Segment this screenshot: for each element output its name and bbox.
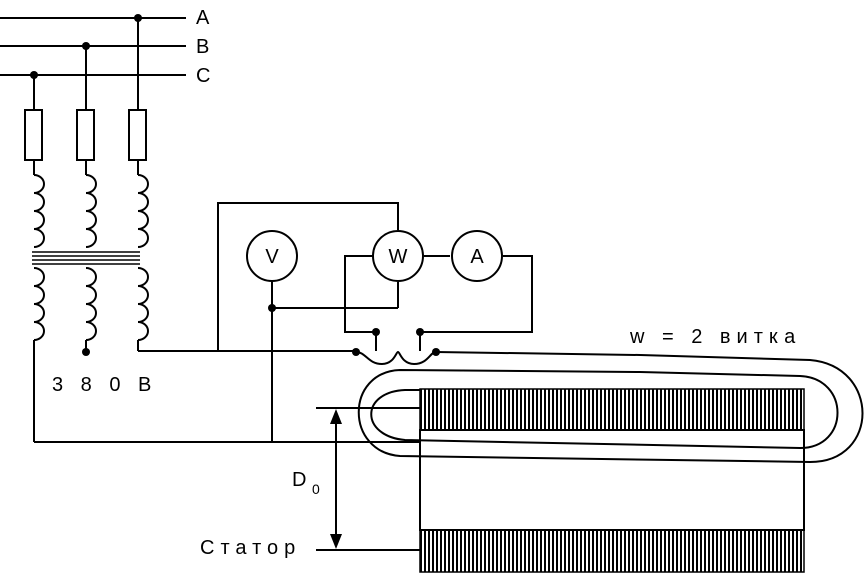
stator-teeth-top: [420, 389, 804, 430]
turns-loop-outer: [357, 354, 864, 464]
arrow-head-top: [330, 409, 342, 424]
turns-label: w = 2 витка: [629, 326, 801, 348]
ammeter-label: A: [470, 246, 484, 268]
voltmeter-circle: [246, 230, 298, 282]
junction-dots: [30, 14, 440, 356]
voltmeter-label: V: [265, 246, 279, 268]
phase-label-c: C: [196, 65, 210, 87]
diameter-subscript: 0: [312, 481, 320, 497]
voltmeter-frame: [217, 202, 399, 351]
phase-label-a: A: [196, 7, 210, 29]
primary-winding-3: [137, 174, 149, 248]
wattmeter-circle: [372, 230, 424, 282]
secondary-winding-1: [33, 267, 45, 341]
fuse-2: [76, 109, 95, 161]
stator-label: Статор: [200, 537, 301, 559]
secondary-winding-3: [137, 267, 149, 341]
secondary-winding-2: [85, 267, 97, 341]
primary-winding-2: [85, 174, 97, 248]
stator-teeth-bottom: [420, 530, 804, 572]
supply-voltage-label: 3 8 0 В: [52, 374, 157, 396]
wattmeter-label: W: [389, 246, 408, 268]
primary-winding-1: [33, 174, 45, 248]
transformer-core: [32, 251, 140, 265]
arrow-head-bottom: [330, 534, 342, 549]
fuse-1: [24, 109, 43, 161]
current-circuit: [344, 255, 376, 333]
current-transformer: [355, 350, 437, 366]
phase-label-b: B: [196, 36, 209, 58]
fuse-3: [128, 109, 147, 161]
ammeter-circle: [451, 230, 503, 282]
diameter-label: D: [292, 469, 312, 491]
